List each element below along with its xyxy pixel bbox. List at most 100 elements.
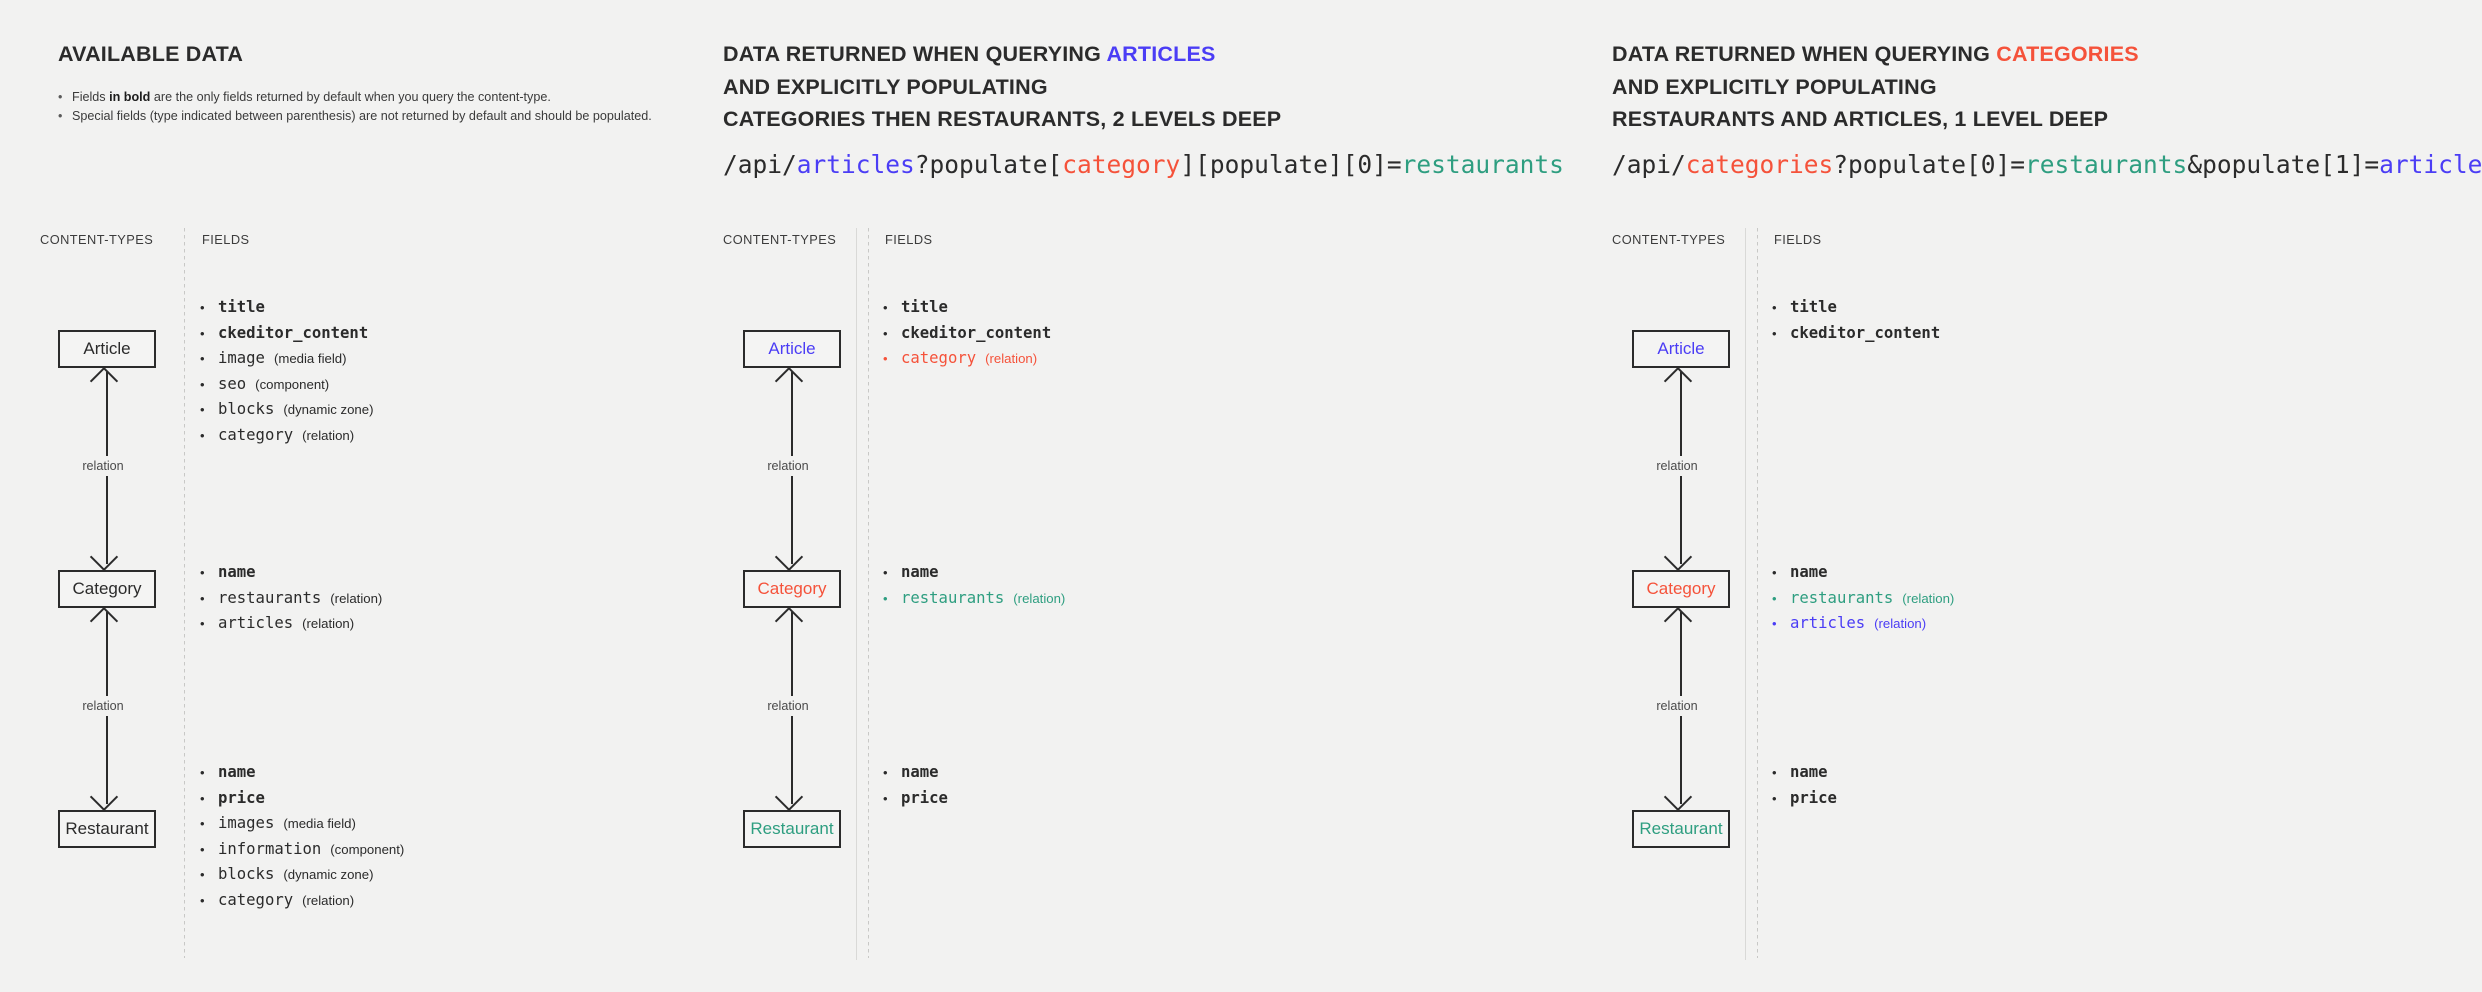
field-name: seo	[218, 374, 247, 393]
column-header-content-types: CONTENT-TYPES	[40, 232, 154, 247]
bullet-dot-icon: •	[1772, 616, 1777, 631]
field-row: •price	[883, 786, 948, 812]
api-endpoint-url: /api/articles?populate[category][populat…	[723, 150, 1564, 179]
url-segment: articles	[796, 150, 915, 179]
field-name: category	[218, 890, 294, 909]
arrowhead-down-icon	[1666, 790, 1696, 805]
url-segment: category	[1062, 150, 1181, 179]
field-name: name	[218, 763, 256, 781]
field-name: information	[218, 839, 322, 858]
bullet-dot-icon: •	[1772, 565, 1777, 580]
bullet-dot-icon: •	[1772, 790, 1777, 806]
arrowhead-down-icon	[777, 550, 807, 565]
field-type: (dynamic zone)	[283, 867, 374, 882]
field-row: •seo(component)	[200, 372, 374, 398]
column-header-fields: FIELDS	[202, 232, 250, 247]
arrowhead-down-icon	[92, 550, 122, 565]
arrowhead-up-icon	[777, 611, 807, 626]
column-header-content-types: CONTENT-TYPES	[1612, 232, 1726, 247]
panel-separator-1	[856, 228, 857, 960]
field-name: price	[218, 788, 265, 807]
field-list: •title•ckeditor_content•category(relatio…	[883, 295, 1051, 372]
field-name: title	[218, 298, 265, 316]
bullet-dot-icon: •	[58, 109, 63, 123]
panel-available-data: AVAILABLE DATA •Fields in bold are the on…	[0, 0, 740, 992]
field-list: •name•restaurants(relation)•articles(rel…	[200, 560, 382, 637]
bullet-dot-icon: •	[1772, 765, 1777, 780]
bullet-dot-icon: •	[883, 300, 888, 315]
field-name: restaurants	[218, 588, 322, 607]
field-list: •title•ckeditor_content•image(media fiel…	[200, 295, 374, 448]
bullet-dot-icon: •	[200, 376, 205, 392]
field-row: •images(media field)	[200, 811, 404, 837]
legend-bullet-item: • Special fields (type indicated between …	[58, 107, 678, 126]
field-type: (relation)	[985, 351, 1038, 366]
legend-text-segment: Special fields (type indicated between p…	[72, 109, 652, 123]
panel-title-segment: AND EXPLICITLY POPULATING	[723, 74, 1048, 99]
legend-bullet-item: •Fields in bold are the only fields retu…	[58, 88, 678, 107]
arrowhead-down-icon	[777, 790, 807, 805]
field-row: •name	[200, 760, 404, 786]
column-header-fields: FIELDS	[885, 232, 933, 247]
field-list: •name•price	[883, 760, 948, 811]
field-row: • price	[200, 786, 404, 812]
entity-box-article: Article	[743, 330, 841, 368]
field-name: ckeditor_content	[1790, 323, 1941, 342]
field-name: price	[1790, 788, 1837, 807]
field-name: articles	[1790, 614, 1866, 632]
field-row: •name	[883, 560, 1065, 586]
field-name: image	[218, 349, 265, 367]
field-name: restaurants	[901, 588, 1005, 607]
url-segment: restaurants	[2025, 150, 2188, 179]
field-type: (media field)	[273, 351, 347, 366]
panel-title-segment: AND EXPLICITLY POPULATING	[1612, 74, 1937, 99]
bullet-dot-icon: •	[200, 841, 205, 857]
bullet-dot-icon: •	[200, 616, 205, 631]
panel-title-segment: AVAILABLE DATA	[58, 42, 244, 66]
field-row: •category(relation)	[200, 888, 404, 914]
field-name: images	[218, 814, 275, 832]
panel-title-segment: CATEGORIES	[1996, 42, 2139, 66]
bullet-dot-icon: •	[200, 402, 205, 417]
relation-arrow: relation	[728, 611, 852, 805]
entity-box-restaurant: Restaurant	[58, 810, 156, 848]
panel-title-segment: DATA RETURNED WHEN QUERYING	[1612, 42, 1997, 66]
legend-bullet-text: Special fields (type indicated between p…	[72, 107, 652, 126]
field-name: name	[901, 763, 939, 781]
field-row: •articles(relation)	[200, 611, 382, 637]
relation-label: relation	[1617, 696, 1737, 716]
field-name: blocks	[218, 865, 275, 883]
bullet-dot-icon: •	[200, 351, 205, 366]
field-row: •information(component)	[200, 837, 404, 863]
bullet-dot-icon: •	[883, 590, 888, 606]
bullet-dot-icon: •	[58, 90, 63, 104]
entity-box-article: Article	[58, 330, 156, 368]
arrowhead-down-icon	[1666, 550, 1696, 565]
url-segment: /api/	[1612, 150, 1686, 179]
legend-emphasis: in bold	[109, 90, 151, 104]
field-name: name	[1790, 763, 1828, 781]
relation-arrow: relation	[1617, 611, 1741, 805]
arrowhead-up-icon	[92, 371, 122, 386]
arrowhead-up-icon	[92, 611, 122, 626]
relation-label: relation	[43, 696, 163, 716]
bullet-dot-icon: •	[200, 427, 205, 443]
bullet-dot-icon: •	[200, 790, 205, 806]
field-type: (relation)	[302, 427, 355, 443]
entity-box-category: Category	[743, 570, 841, 608]
entity-box-restaurant: Restaurant	[743, 810, 841, 848]
field-list: •name•restaurants(relation)•articles(rel…	[1772, 560, 1954, 637]
bullet-dot-icon: •	[200, 892, 205, 908]
entity-box-article: Article	[1632, 330, 1730, 368]
relation-arrow: relation	[728, 372, 852, 565]
url-segment: /api/	[723, 150, 797, 179]
url-segment: ?populate[	[914, 150, 1063, 179]
legend-text-segment: are the only fields returned by default …	[150, 90, 551, 104]
legend-bullet-list: •Fields in bold are the only fields retu…	[58, 88, 678, 126]
field-name: name	[901, 563, 939, 581]
arrowhead-down-icon	[92, 790, 122, 805]
arrowhead-up-icon	[1666, 611, 1696, 626]
bullet-dot-icon: •	[200, 590, 205, 606]
field-row: •category(relation)	[200, 423, 374, 449]
